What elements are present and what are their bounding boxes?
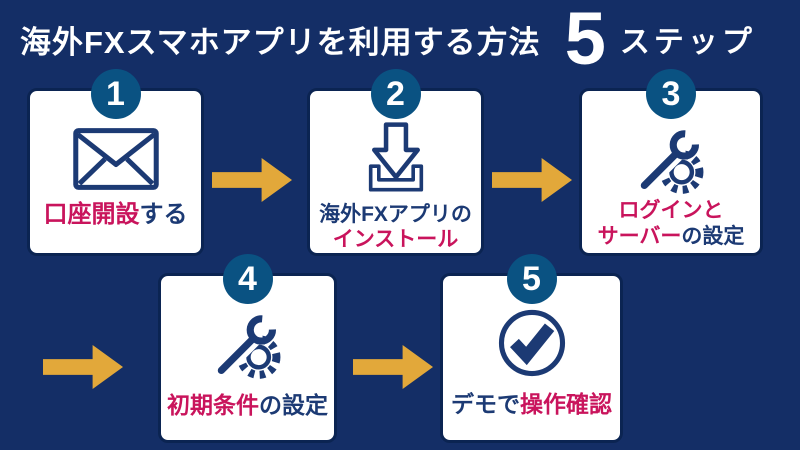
check-circle-icon [498,309,565,377]
arrow-right-icon [43,345,123,389]
title-suffix: ステップ [619,26,756,59]
step-card-4: 4 初期条件の設定 [158,254,337,443]
step-card-1: 1 口座開設する [27,69,204,256]
download-icon [368,122,423,192]
step-number-badge: 1 [90,69,141,119]
step-number: 1 [106,75,125,113]
step-label: ログインと サーバーの設定 [597,199,745,248]
step-number: 2 [386,75,405,113]
step-number-badge: 5 [506,254,557,304]
page-title: 海外FXスマホアプリを利用する方法 5 ステップ [20,0,756,78]
step-card-5: 5 デモで操作確認 [440,254,623,443]
arrow-right-icon [353,345,433,389]
step-number-badge: 2 [370,69,421,119]
step-label: 初期条件の設定 [167,392,328,418]
title-main: 海外FXスマホアプリを利用する方法 [20,24,541,60]
step-card-2: 2 海外FXアプリの インストール [307,69,484,256]
step-number-badge: 4 [222,254,273,304]
envelope-icon [72,128,159,190]
step-card-3: 3 ログインと サーバーの設定 [579,69,763,256]
wrench-gear-icon [635,130,704,194]
step-label: 口座開設する [43,201,188,228]
step-number-badge: 3 [646,69,696,119]
step-label: デモで操作確認 [451,391,612,417]
step-number: 3 [661,75,681,113]
step-number: 5 [522,260,541,298]
step-number: 4 [238,260,257,298]
arrow-right-icon [212,158,292,202]
arrow-right-icon [492,158,572,202]
title-step-count: 5 [564,0,606,80]
step-label: 海外FXアプリの インストール [319,202,472,252]
wrench-gear-icon [212,315,280,379]
